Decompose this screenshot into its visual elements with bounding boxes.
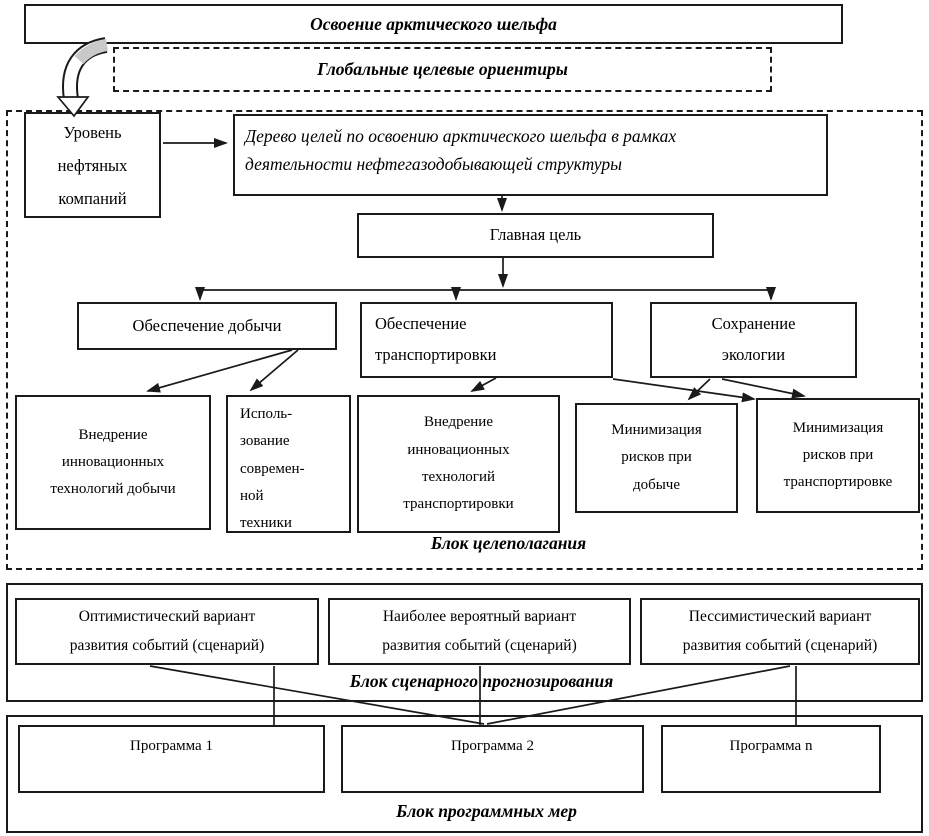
arrow-transport-to-risk-transport	[612, 378, 756, 403]
goal-tree-box: Дерево целей по освоению арктического ше…	[233, 114, 828, 196]
arrow-ecology-to-risk-transport	[721, 378, 806, 399]
program-n-box: Программа n	[661, 725, 881, 793]
arrow-transport-to-innovation	[470, 377, 497, 392]
branch-transport-box: Обеспечение транспортировки	[360, 302, 613, 378]
oil-companies-level-box: Уровень нефтяных компаний	[24, 112, 161, 218]
scenario-optimistic-box: Оптимистический вариант развития событий…	[15, 598, 319, 665]
scenario-block-label: Блок сценарного прогнозирования	[349, 671, 614, 691]
program-block-label: Блок программных мер	[396, 801, 577, 821]
line-optimistic-to-program2	[149, 665, 485, 725]
scenario-pessimistic-box: Пессимистический вариант развития событи…	[640, 598, 920, 665]
top-banner-title: Освоение арктического шельфа	[310, 13, 557, 34]
branch-ecology-box: Сохранение экологии	[650, 302, 857, 378]
scenario-likely-box: Наиболее вероятный вариант развития собы…	[328, 598, 631, 665]
scenario-block-container	[6, 583, 923, 702]
leaf-risk-transport-box: Минимизация рисков при транспортировке	[756, 398, 920, 513]
arrow-production-to-innovation	[146, 349, 293, 393]
global-targets-title: Глобальные целевые ориентиры	[317, 59, 568, 80]
program-1-box: Программа 1	[18, 725, 325, 793]
arrow-ecology-to-risk-production	[687, 378, 711, 401]
program-block-container	[6, 715, 923, 833]
goal-block-label: Блок целеполагания	[430, 533, 587, 553]
goal-block-container	[6, 110, 923, 570]
arrow-production-to-equipment	[249, 349, 299, 392]
program-2-box: Программа 2	[341, 725, 644, 793]
leaf-risk-production-box: Минимизация рисков при добыче	[575, 403, 738, 513]
top-banner: Освоение арктического шельфа	[24, 4, 843, 44]
global-targets-box: Глобальные целевые ориентиры	[113, 47, 772, 92]
main-goal-box: Главная цель	[357, 213, 714, 258]
leaf-innovation-production-box: Внедрение инновационных технологий добыч…	[15, 395, 211, 530]
line-pessimistic-to-program2	[486, 665, 791, 725]
leaf-innovation-transport-box: Внедрение инновационных технологий транс…	[357, 395, 560, 533]
branch-production-box: Обеспечение добычи	[77, 302, 337, 350]
curved-arrow-icon	[56, 37, 109, 118]
leaf-modern-equipment-box: Исполь- зование современ- ной техники	[226, 395, 351, 533]
